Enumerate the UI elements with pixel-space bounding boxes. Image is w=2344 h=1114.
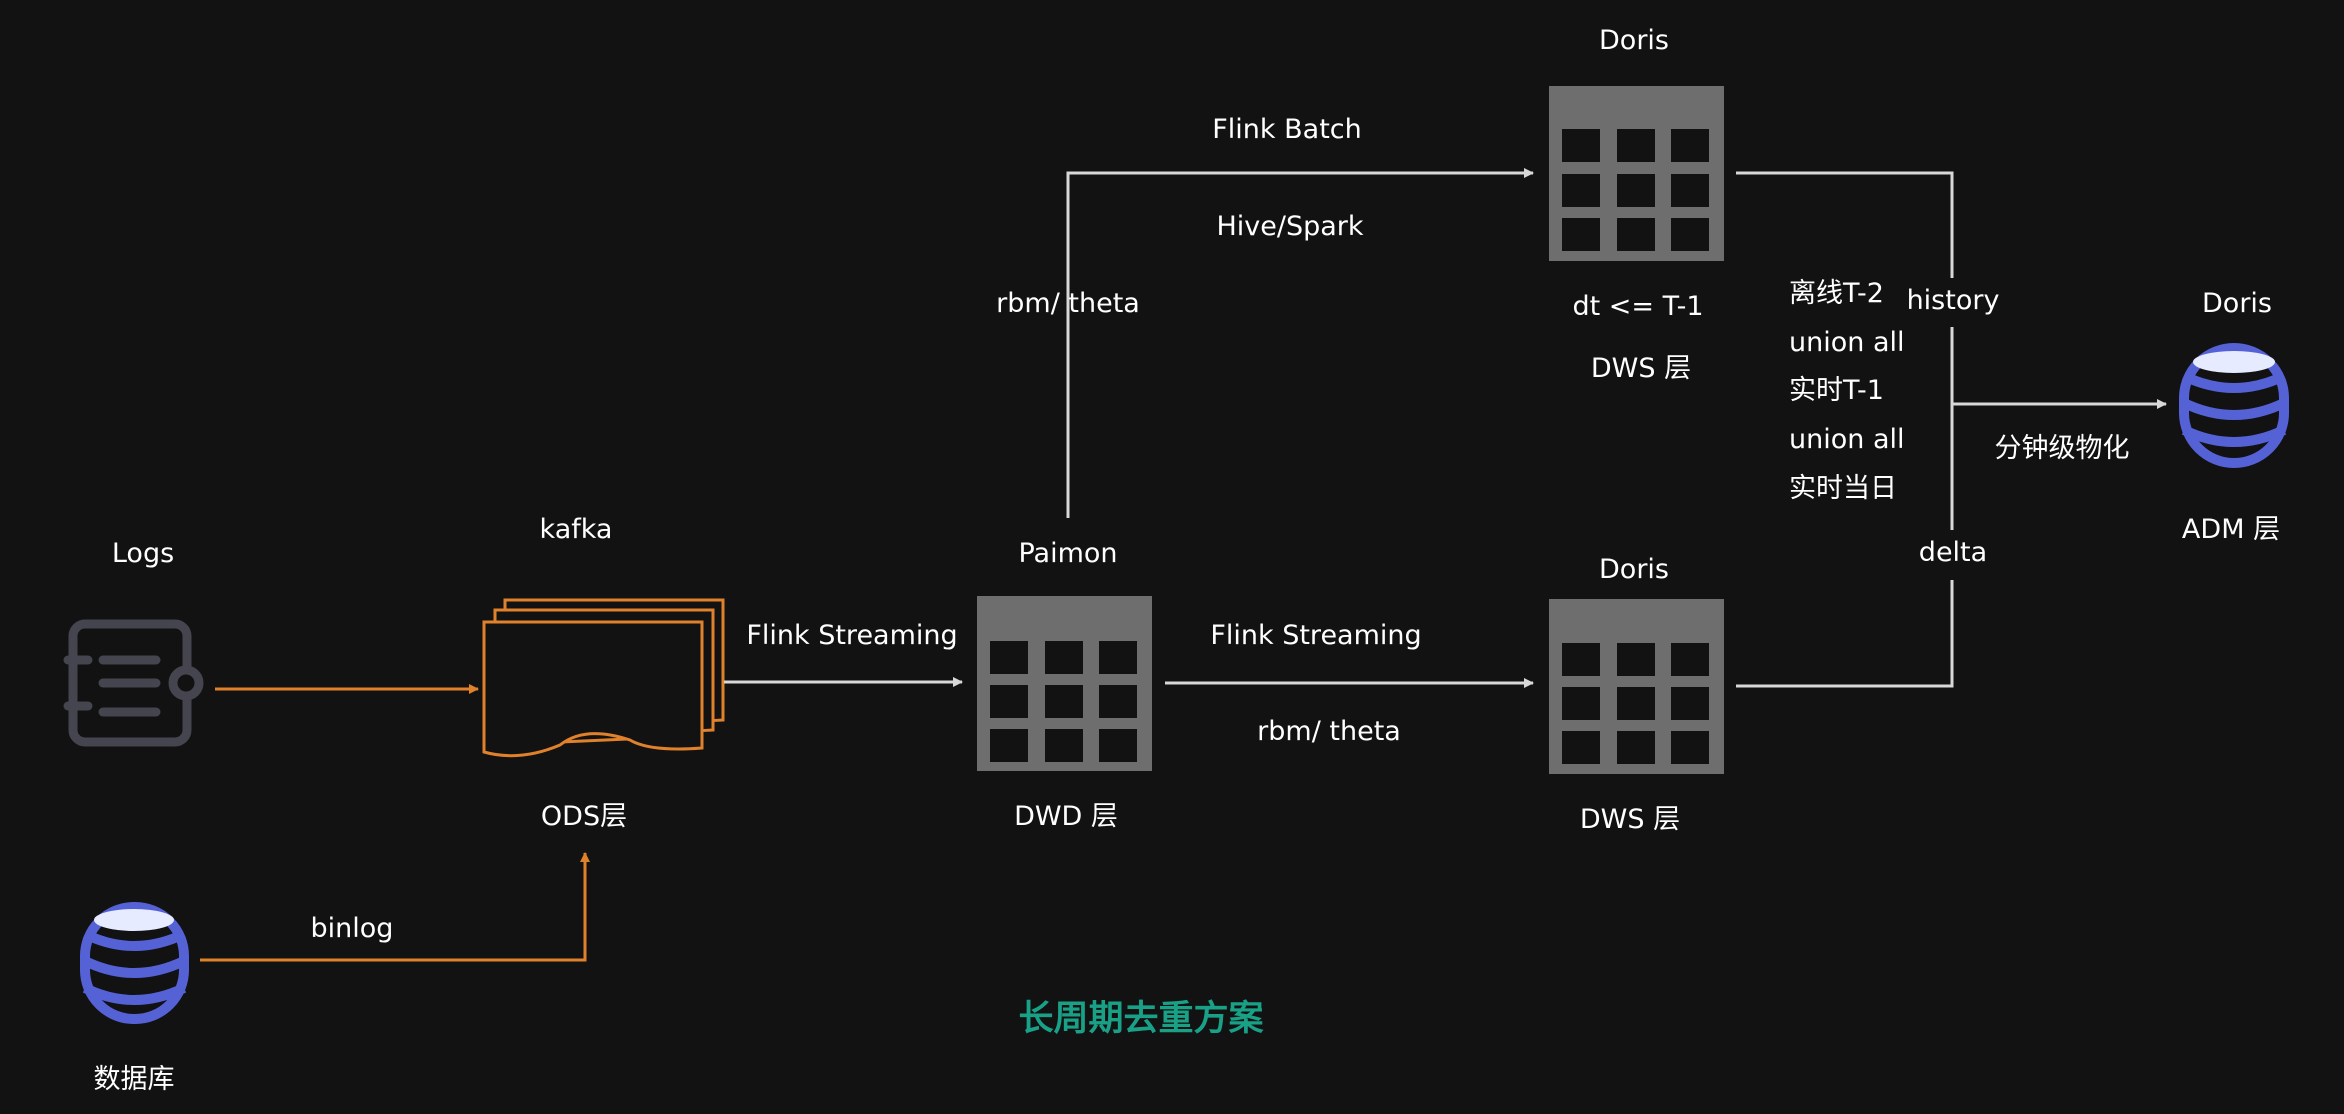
database-icon [2179,343,2289,468]
stacked-documents-icon [482,598,725,758]
stream-rbm-theta-label: rbm/ theta [1257,716,1401,747]
union-line: union all [1789,424,1905,455]
hive-spark-label: Hive/Spark [1216,211,1364,242]
history-connector [1736,171,1954,278]
union-line: 实时当日 [1789,473,1897,504]
batch-rbm-theta-label: rbm/ theta [996,288,1140,319]
materialize-label: 分钟级物化 [1994,433,2130,464]
dws-batch-layer-label: DWS 层 [1590,353,1692,384]
logs-icon [63,619,204,747]
doris-batch-label: Doris [1599,25,1669,56]
dwd-layer-label: DWD 层 [1014,801,1118,832]
delta-connector [1736,580,1954,688]
binlog-label: binlog [310,913,394,944]
doris-stream-label: Doris [1599,554,1669,585]
union-line: union all [1789,327,1905,358]
diagram-title: 长周期去重方案 [1018,999,1264,1039]
ods-layer-label: ODS层 [540,801,628,832]
adm-layer-label: ADM 层 [2181,514,2281,545]
binlog-arrow [200,852,590,962]
table-icon [1549,599,1724,774]
union-line: 实时T-1 [1789,375,1884,406]
delta-label: delta [1918,537,1988,568]
paimon-label: Paimon [1018,538,1118,569]
doris-adm-label: Doris [2202,288,2272,319]
kafka-to-paimon-label: Flink Streaming [746,620,958,651]
flink-batch-label: Flink Batch [1212,114,1362,145]
dws-stream-layer-label: DWS 层 [1579,804,1681,835]
database-label: 数据库 [93,1064,175,1095]
kafka-label: kafka [539,514,613,545]
dt-condition-label: dt <= T-1 [1572,291,1704,322]
database-icon [80,902,189,1024]
paimon-to-doris-batch-arrow [1066,168,1534,518]
flink-streaming-label: Flink Streaming [1210,620,1422,651]
table-icon [1549,86,1724,261]
table-icon [977,596,1152,771]
history-label: history [1906,285,2000,316]
logs-label: Logs [111,538,175,569]
union-line: 离线T-2 [1789,278,1884,309]
